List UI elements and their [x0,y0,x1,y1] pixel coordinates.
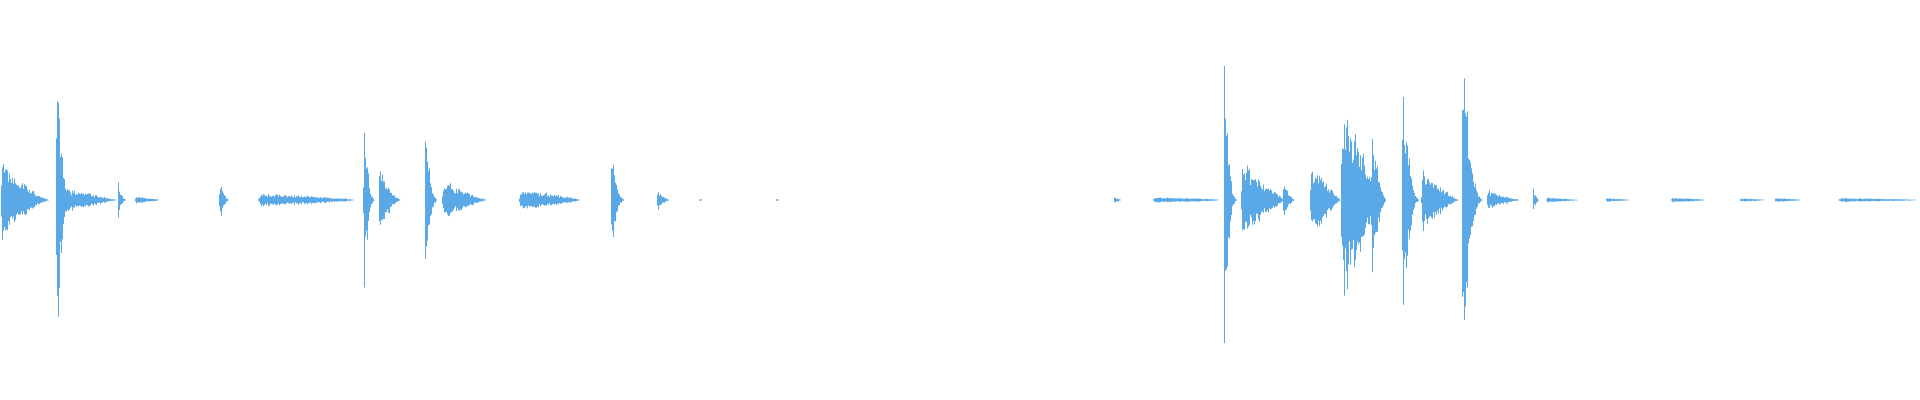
waveform-path [1,66,1916,344]
waveform-bars [1,66,1916,344]
